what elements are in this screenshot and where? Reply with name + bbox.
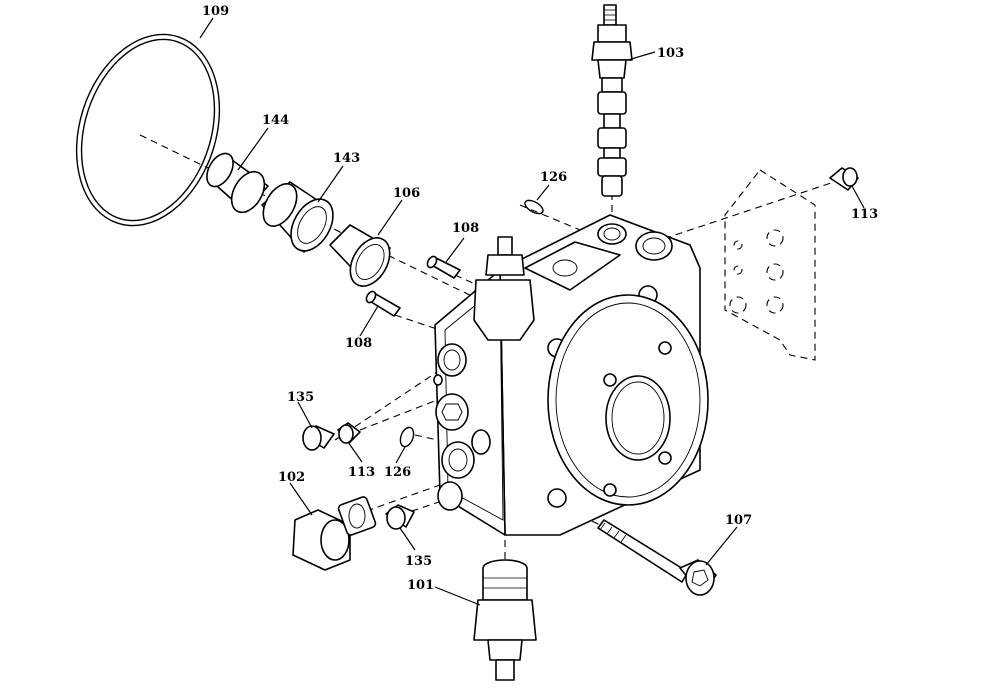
valve-101 (473, 559, 537, 681)
solenoid-103 (591, 4, 633, 197)
callout-144: 144 (262, 113, 289, 128)
o-ring-126-upper (524, 199, 544, 215)
bushing-144 (206, 152, 269, 214)
ring-106 (329, 224, 391, 287)
callout-106: 106 (393, 186, 420, 201)
pin-108-upper (426, 255, 461, 279)
pump-body (433, 214, 709, 536)
plug-113-right (829, 167, 859, 191)
o-ring-126-lower (399, 426, 415, 448)
top-fitting (473, 236, 535, 341)
gasket-outline (724, 169, 816, 361)
callout-107: 107 (725, 513, 752, 528)
o-ring-109 (75, 33, 221, 227)
pin-108-lower (365, 290, 401, 317)
callout-135-left: 135 (287, 390, 314, 405)
callout-103: 103 (657, 46, 684, 61)
callout-143: 143 (333, 151, 360, 166)
callout-135-lower: 135 (405, 554, 432, 569)
bolt-107 (597, 519, 717, 596)
plug-135-left (302, 425, 335, 451)
callout-126-upper: 126 (540, 170, 567, 185)
callout-126-lower: 126 (384, 465, 411, 480)
callout-113-left: 113 (348, 465, 375, 480)
callout-labels: 109 144 143 106 108 108 103 126 126 113 … (202, 4, 878, 593)
callout-101: 101 (407, 578, 434, 593)
callout-113-right: 113 (851, 207, 878, 222)
callout-109: 109 (202, 4, 229, 19)
valve-102 (292, 496, 377, 571)
callout-102: 102 (278, 470, 305, 485)
leader-lines (199, 17, 865, 606)
callout-108-upper: 108 (452, 221, 479, 236)
callout-108-lower: 108 (345, 336, 372, 351)
ring-143 (261, 181, 334, 253)
plug-113-left (337, 422, 361, 444)
plug-135-lower (385, 504, 415, 530)
